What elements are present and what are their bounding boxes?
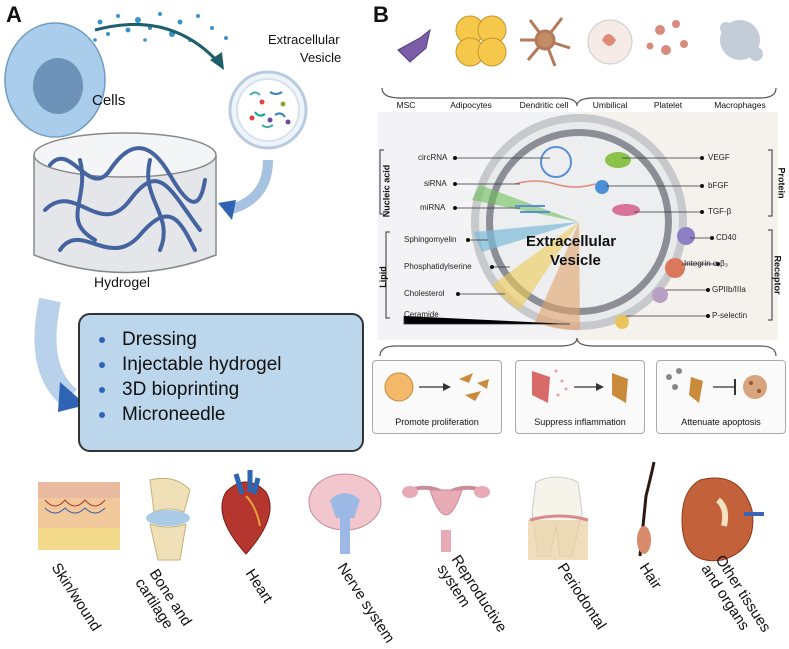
inflammation-icon	[532, 369, 628, 403]
panel-a-illustration	[4, 12, 308, 412]
organ-label-line: Nerve system	[333, 560, 398, 647]
lipid-label: Ceramide	[404, 310, 439, 319]
reproductive-icon	[402, 485, 490, 552]
nucleic-acid-label: circRNA	[418, 153, 448, 162]
receptor-label: P-selectin	[712, 311, 748, 320]
applications-box: Dressing Injectable hydrogel 3D bioprint…	[78, 313, 364, 452]
nucleic-acid-label: miRNA	[420, 203, 446, 212]
function-box-inflammation: Suppress inflammation	[515, 360, 645, 434]
organ-label-line: Skin/wound	[47, 560, 105, 635]
function-box-apoptosis: Attenuate apoptosis	[656, 360, 786, 434]
organs-row	[38, 461, 764, 562]
lipid-title: Lipid	[377, 266, 388, 288]
application-item: Dressing	[94, 327, 362, 352]
receptor-label: GPIIb/IIIa	[712, 285, 746, 294]
ev-center-line2: Vesicle	[550, 252, 601, 269]
ev-label-line1: Extracellular	[268, 32, 340, 47]
application-item: 3D bioprinting	[94, 377, 362, 402]
protein-label: bFGF	[708, 181, 729, 190]
skin-icon	[38, 482, 120, 550]
kidney-icon	[681, 477, 764, 562]
ev-center-line1: Extracellular	[526, 233, 617, 250]
ev-label-line2: Vesicle	[300, 50, 342, 65]
lipid-label: Sphingomyelin	[404, 235, 457, 244]
hair-icon	[637, 461, 656, 557]
platelet-icon	[646, 20, 688, 55]
organ-label-skin: Skin/wound	[48, 560, 105, 634]
protein-label: TGF-β	[708, 207, 732, 216]
source-label: Platelet	[653, 100, 683, 110]
panel-b-letter: B	[373, 2, 389, 27]
periodontal-icon	[528, 476, 589, 560]
function-label: Promote proliferation	[395, 417, 479, 427]
source-label: Macrophages	[714, 100, 766, 110]
lipid-label: Phosphatidylserine	[404, 262, 472, 271]
proliferation-icon	[384, 372, 489, 402]
organ-label-periodontal: Periodontal	[554, 560, 610, 633]
receptor-label: CD40	[716, 233, 737, 242]
apoptosis-icon	[666, 368, 767, 403]
dendritic-cell-icon	[520, 17, 571, 67]
receptor-title: Receptor	[772, 255, 783, 295]
bone-cartilage-icon	[146, 477, 191, 561]
panel-a-letter: A	[6, 2, 22, 27]
organ-label-heart: Heart	[242, 566, 276, 606]
brain-icon	[308, 473, 382, 554]
macrophages-icon	[720, 20, 763, 61]
source-label: Umbilical	[592, 100, 628, 110]
receptor-label: Integrin αᵥβ₃	[684, 259, 728, 268]
source-label: MSC	[396, 100, 416, 110]
source-label: Dendritic cell	[519, 100, 569, 110]
source-label: Adipocytes	[450, 100, 492, 110]
function-label: Suppress inflammation	[534, 417, 626, 427]
organ-label-line: Periodontal	[553, 560, 610, 633]
protein-label: VEGF	[708, 153, 730, 162]
application-item: Microneedle	[94, 402, 362, 427]
cells-label: Cells	[92, 92, 126, 109]
organ-label-line: Heart	[241, 566, 276, 607]
lipid-label: Cholesterol	[404, 289, 445, 298]
protein-title: Protein	[776, 167, 787, 199]
umbilical-icon	[587, 19, 633, 65]
nucleic-acid-label: siRNA	[424, 179, 447, 188]
function-label: Attenuate apoptosis	[681, 417, 761, 427]
organ-label-nerve: Nerve system	[334, 560, 398, 646]
hydrogel-label: Hydrogel	[94, 274, 151, 290]
heart-icon	[221, 470, 271, 555]
adipocytes-icon	[455, 15, 507, 67]
msc-icon	[397, 28, 431, 63]
panel-b-illustration	[378, 15, 778, 357]
application-item: Injectable hydrogel	[94, 352, 362, 377]
nucleic-acid-title: Nucleic acid	[381, 164, 392, 218]
function-box-proliferation: Promote proliferation	[372, 360, 502, 434]
